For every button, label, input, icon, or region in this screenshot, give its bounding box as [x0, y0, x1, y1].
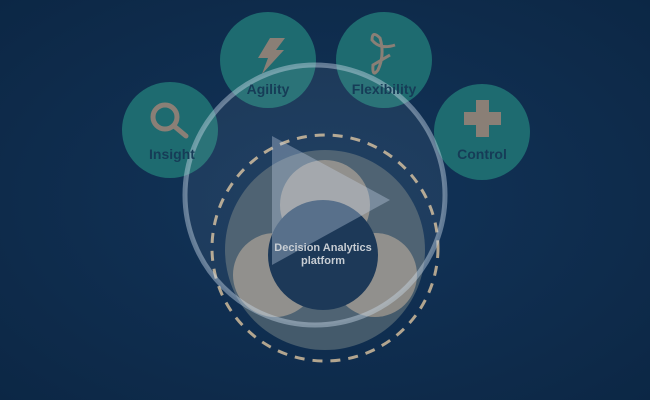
- center-label-line1: Decision Analytics: [274, 242, 372, 254]
- agility-label: Agility: [246, 81, 290, 97]
- lightning-icon: [258, 38, 285, 74]
- dashed-ring: [210, 133, 440, 363]
- script-f-icon: [370, 33, 396, 75]
- center-circle: [268, 200, 378, 310]
- play-ring: [182, 62, 448, 328]
- magnifier-icon: [150, 102, 189, 139]
- play-button[interactable]: [183, 63, 447, 327]
- center-label-line2: platform: [301, 255, 345, 267]
- play-triangle-icon: [272, 136, 390, 265]
- insight-label: Insight: [149, 146, 195, 162]
- control-label: Control: [457, 146, 507, 162]
- center-label: Decision Analytics platform: [263, 242, 383, 268]
- flexibility-label: Flexibility: [351, 81, 417, 97]
- dpad-icon: [464, 100, 501, 137]
